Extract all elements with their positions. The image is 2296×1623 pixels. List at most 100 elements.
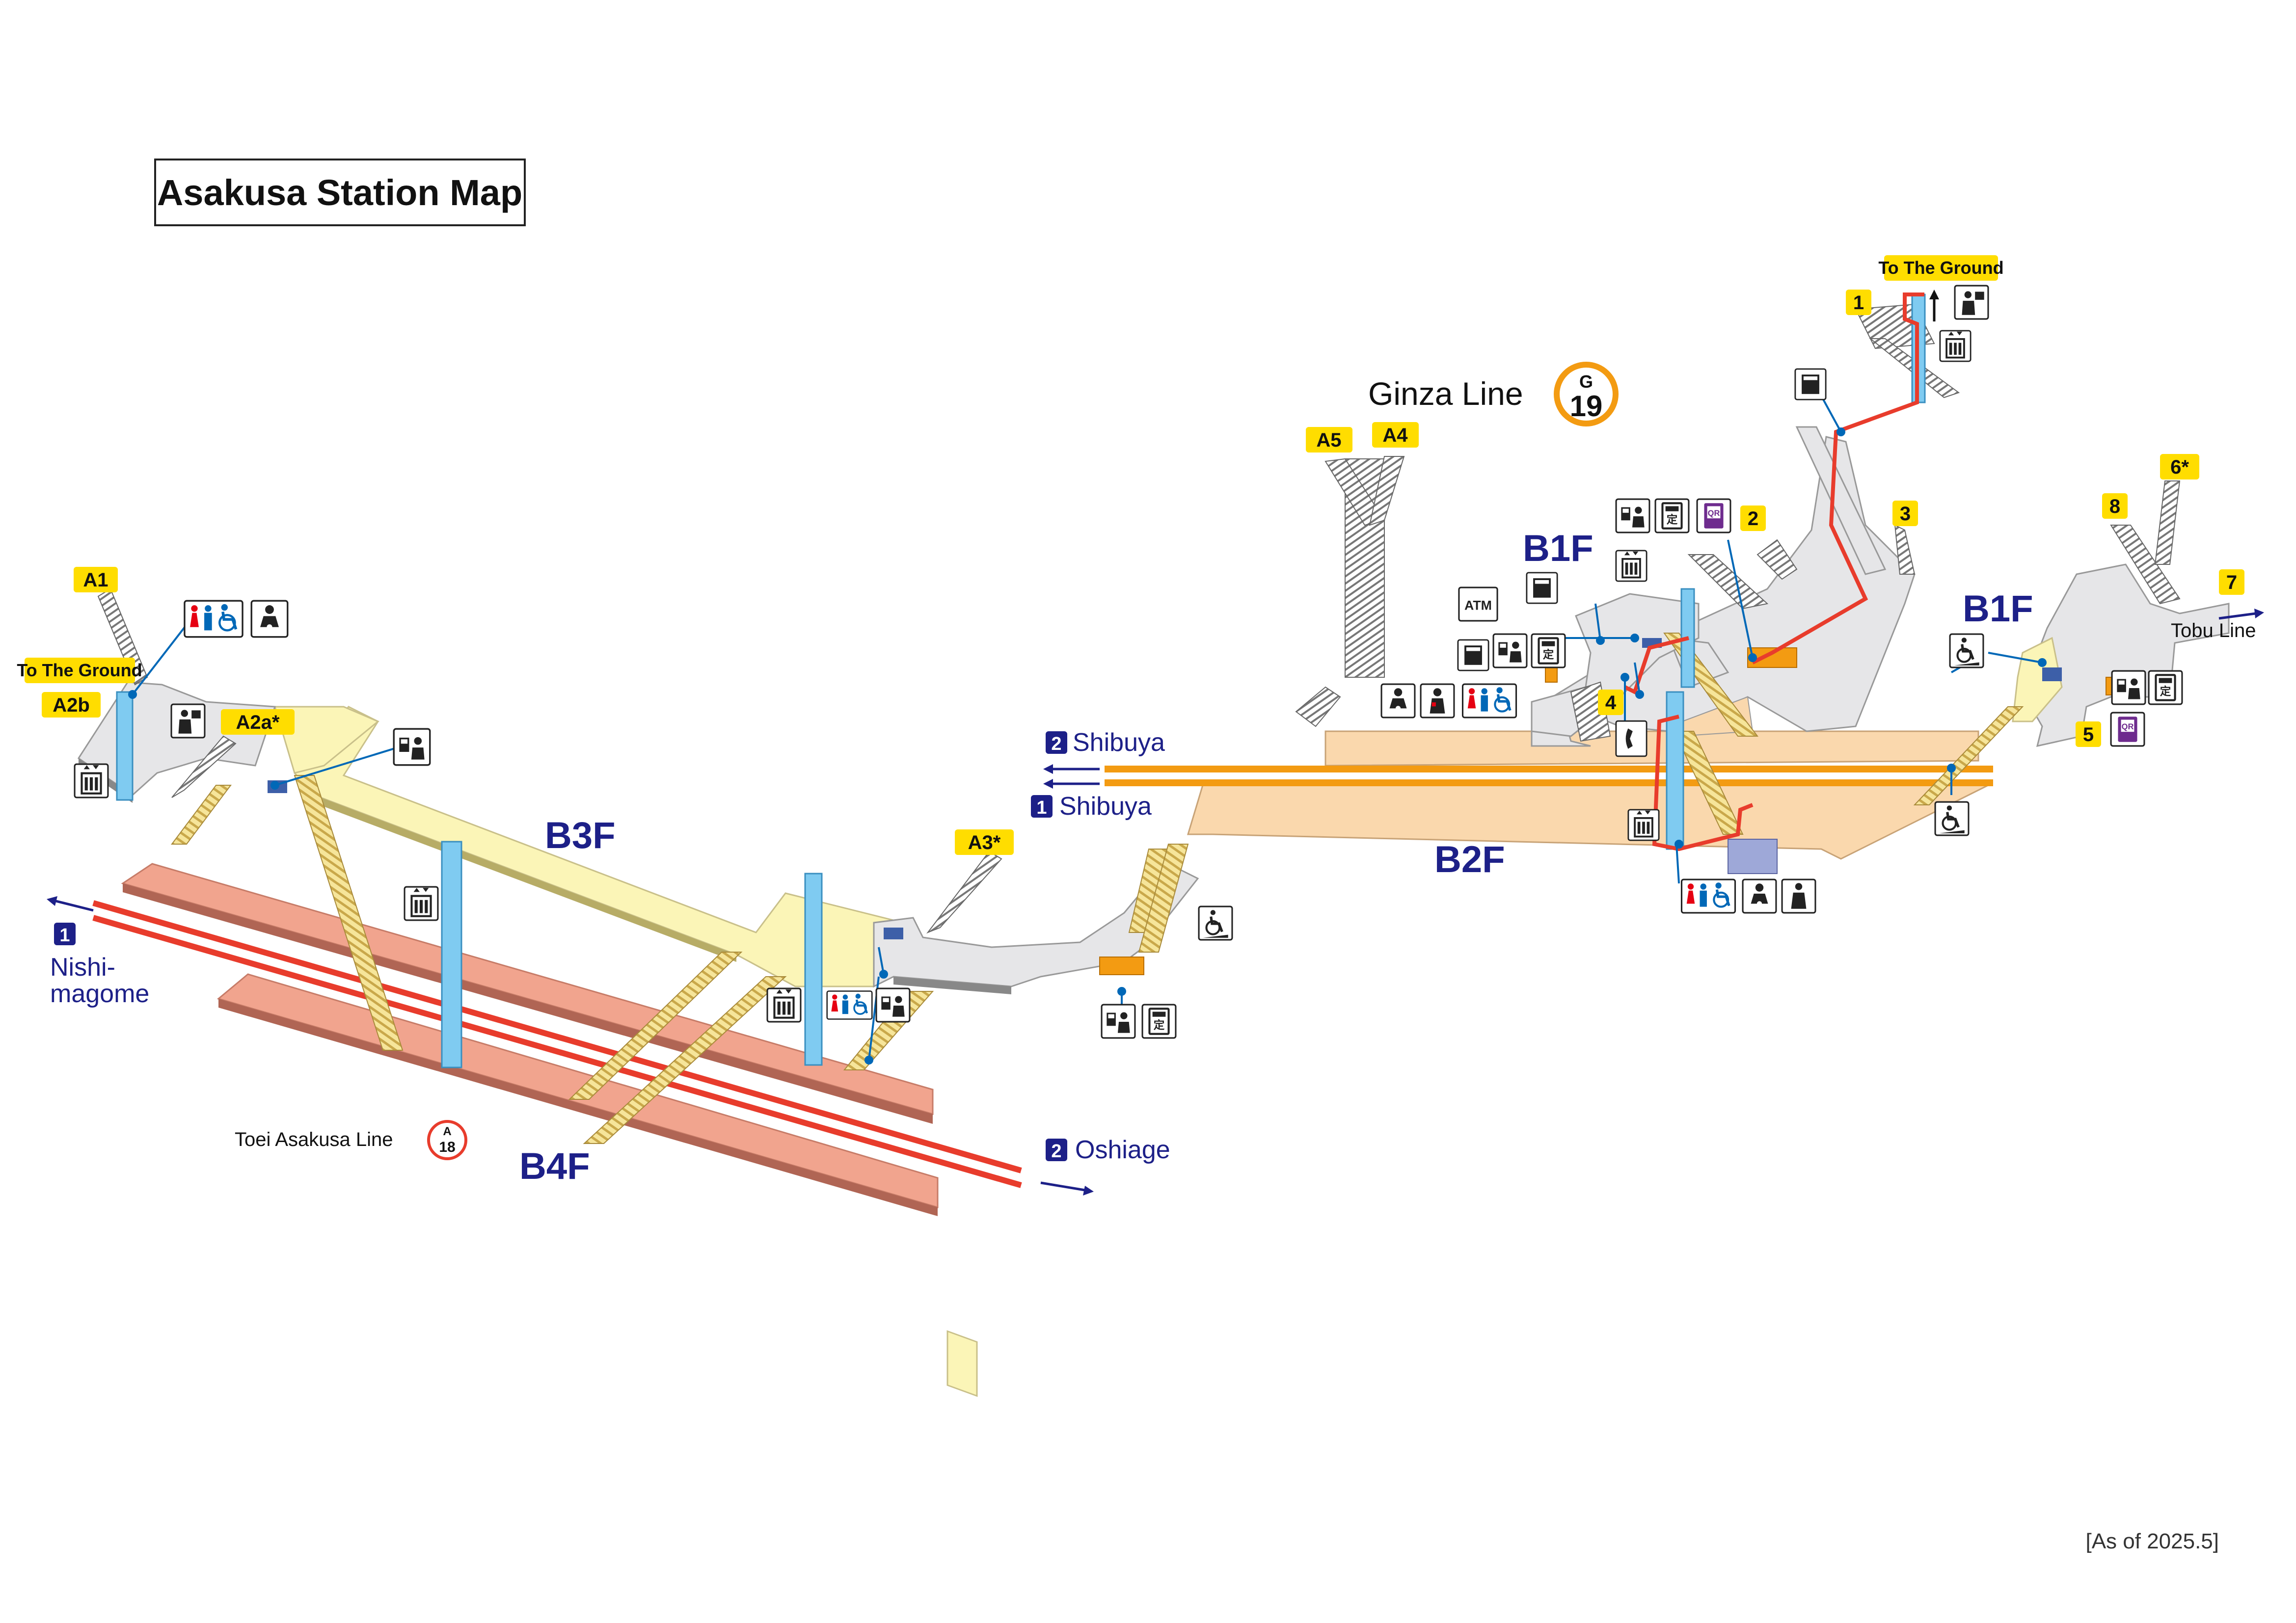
ticket-machine-icon	[875, 987, 911, 1023]
as-of-date: [As of 2025.5]	[2085, 1529, 2219, 1553]
restroom-icon	[1462, 684, 1516, 718]
floor-label-b2f: B2F	[1434, 839, 1505, 880]
locker-icon	[1526, 572, 1558, 604]
svg-text:6*: 6*	[2170, 456, 2189, 478]
svg-text:A1: A1	[83, 569, 108, 591]
svg-text:2: 2	[1051, 1141, 1061, 1162]
svg-text:A2a*: A2a*	[236, 712, 280, 733]
baby-room-icon	[250, 600, 289, 638]
multipurpose-room-icon	[1420, 683, 1455, 718]
toei-line-badge	[427, 1120, 467, 1160]
svg-text:3: 3	[1900, 503, 1911, 525]
ginza-track-upper	[1105, 766, 1993, 772]
exit-tags: A1 To The Ground A2b A2a* A3* A5 A4 To T…	[17, 255, 2244, 855]
baby-room-icon	[1380, 683, 1416, 718]
ticket-machine-icon	[393, 728, 431, 766]
qr-ticket-icon	[2110, 712, 2145, 747]
ginza-line-label: Ginza Line G 19	[1368, 362, 1619, 426]
commuter-pass-icon	[1655, 499, 1689, 532]
svg-text:A5: A5	[1316, 429, 1341, 451]
direction-tobu: Tobu Line	[2171, 609, 2264, 641]
floor-label-b3f: B3F	[545, 815, 616, 856]
direction-toei-1-label-2: magome	[50, 980, 149, 1008]
direction-ginza-1-label: Shibuya	[1059, 792, 1152, 821]
svg-text:4: 4	[1605, 692, 1617, 714]
ginza-elevators	[1624, 293, 1926, 874]
exit-8: 8	[2102, 493, 2128, 519]
b2f-lower-platform	[1187, 784, 1989, 860]
direction-ginza-2-label: Shibuya	[1073, 728, 1165, 757]
b2f-upper-platform	[1324, 730, 1979, 767]
exit-2: 2	[1740, 506, 1766, 531]
elevator-icon	[1627, 809, 1660, 841]
exit-6: 6*	[2160, 454, 2199, 479]
ticket-machine-icon	[1615, 498, 1650, 533]
elevator-shafts-west	[116, 691, 823, 1068]
commuter-pass-icon	[1532, 634, 1565, 667]
wheelchair-lift-icon	[1950, 634, 1983, 667]
ginza-track-lower	[1105, 779, 1993, 786]
exit-to-ground-east: To The Ground	[1878, 255, 2004, 281]
toei-line-label: Toei Asakusa Line A 18	[235, 1120, 467, 1160]
svg-text:To The Ground: To The Ground	[17, 660, 142, 680]
svg-text:1: 1	[59, 925, 70, 946]
b3f-upper-block	[273, 706, 379, 774]
exit-7: 7	[2219, 569, 2244, 595]
svg-text:2: 2	[1051, 734, 1061, 754]
exit-a5: A5	[1306, 427, 1352, 452]
exit-a3: A3*	[955, 829, 1014, 855]
ginza-line-name: Ginza Line	[1368, 375, 1523, 412]
station-staff-icon	[1954, 285, 1989, 320]
map-title-box: Asakusa Station Map	[154, 159, 526, 226]
toei-line-code-letter: A	[443, 1125, 451, 1138]
b3f-b4f-stairs	[171, 775, 1169, 1144]
station-staff-icon	[170, 703, 206, 739]
direction-toei-1-label-1: Nishi-	[50, 953, 115, 982]
accessible-route-exit-1	[1752, 293, 1924, 665]
exit-a1: A1	[74, 567, 118, 592]
svg-text:A3*: A3*	[968, 832, 1001, 853]
direction-tobu-label: Tobu Line	[2171, 620, 2256, 641]
commuter-pass-icon	[2149, 671, 2182, 704]
restroom-icon	[185, 601, 243, 637]
elevator-icon	[1939, 330, 1972, 362]
svg-text:A2b: A2b	[53, 694, 90, 716]
svg-text:1: 1	[1036, 798, 1047, 818]
restroom-icon	[827, 991, 872, 1019]
exit-a4: A4	[1372, 422, 1419, 448]
qr-ticket-icon	[1696, 498, 1731, 533]
floor-labels: B1F B1F B2F B3F B4F	[519, 528, 2033, 1187]
toei-line-code-number: 18	[439, 1139, 455, 1155]
exit-a2b: A2b	[42, 692, 101, 718]
toei-line-name: Toei Asakusa Line	[235, 1129, 393, 1150]
exit-5: 5	[2076, 721, 2101, 747]
restroom-icon	[1681, 879, 1735, 913]
exit-4: 4	[1598, 690, 1623, 715]
svg-text:2: 2	[1748, 508, 1758, 530]
ginza-line-code-number: 19	[1570, 390, 1603, 423]
telephone-icon	[1615, 720, 1648, 757]
floor-label-b1f-east: B1F	[1963, 588, 2033, 630]
exit-3: 3	[1892, 501, 1918, 526]
multipurpose-room-icon	[1781, 878, 1816, 914]
elevator-icon	[405, 887, 438, 920]
direction-toei-1: 1 Nishi- magome	[47, 896, 149, 1008]
map-title: Asakusa Station Map	[157, 172, 522, 213]
direction-toei-2-label: Oshiage	[1075, 1136, 1170, 1164]
elevator-b3f-center	[441, 841, 462, 1068]
exit-to-ground-west: To The Ground	[17, 658, 142, 683]
elevator-b3f-east	[804, 873, 823, 1066]
ticket-machine-icon	[1101, 1004, 1136, 1039]
accessible-route-b2f	[1652, 715, 1754, 851]
exit-1: 1	[1846, 290, 1871, 315]
ginza-b2f-platform	[1105, 730, 1993, 860]
accessible-route-b1f	[1624, 636, 1689, 695]
ginza-line-code-letter: G	[1579, 372, 1593, 392]
svg-text:1: 1	[1853, 292, 1864, 314]
wheelchair-lift-icon	[1199, 906, 1232, 940]
locker-icon	[1794, 368, 1827, 400]
svg-text:7: 7	[2226, 572, 2237, 593]
b3f-concourse	[273, 706, 978, 1397]
exit-a2a: A2a*	[221, 709, 295, 735]
elevator-icon	[1615, 550, 1648, 582]
